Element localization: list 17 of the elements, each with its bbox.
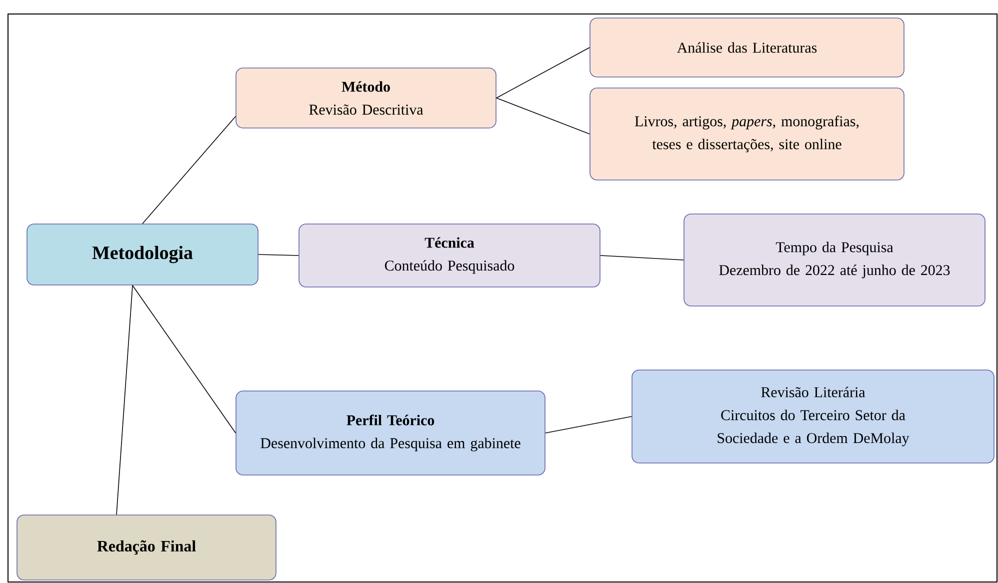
leaf-box: Livros, artigos, papers, monografias, teses e dissertações, site online: [590, 88, 904, 180]
connector-line: [116, 284, 133, 515]
branch-box: Perfil Teórico Desenvolvimento da Pesquisa em gabinete: [236, 390, 546, 476]
leaf-box: Análise das Literaturas: [590, 18, 904, 78]
leaf-box: Revisão Literária Circuitos do Terceiro Setor da Sociedade e a Ordem DeMolay: [632, 370, 994, 464]
connector-line: [496, 47, 590, 98]
branch-box: Método Revisão Descritiva: [236, 68, 496, 128]
connector-line: [132, 284, 236, 434]
connector-line: [545, 416, 632, 434]
branch-box: Técnica Conteúdo Pesquisado: [298, 224, 600, 288]
connector-line: [258, 254, 299, 256]
connector-line: [496, 98, 590, 134]
connector-line: [600, 255, 684, 260]
final-box: Redação Final: [16, 514, 276, 580]
topic-box: Metodologia: [26, 224, 258, 286]
leaf-box: Tempo da Pesquisa Dezembro de 2022 até junho de 2023: [684, 214, 986, 306]
connector-line: [142, 116, 236, 224]
